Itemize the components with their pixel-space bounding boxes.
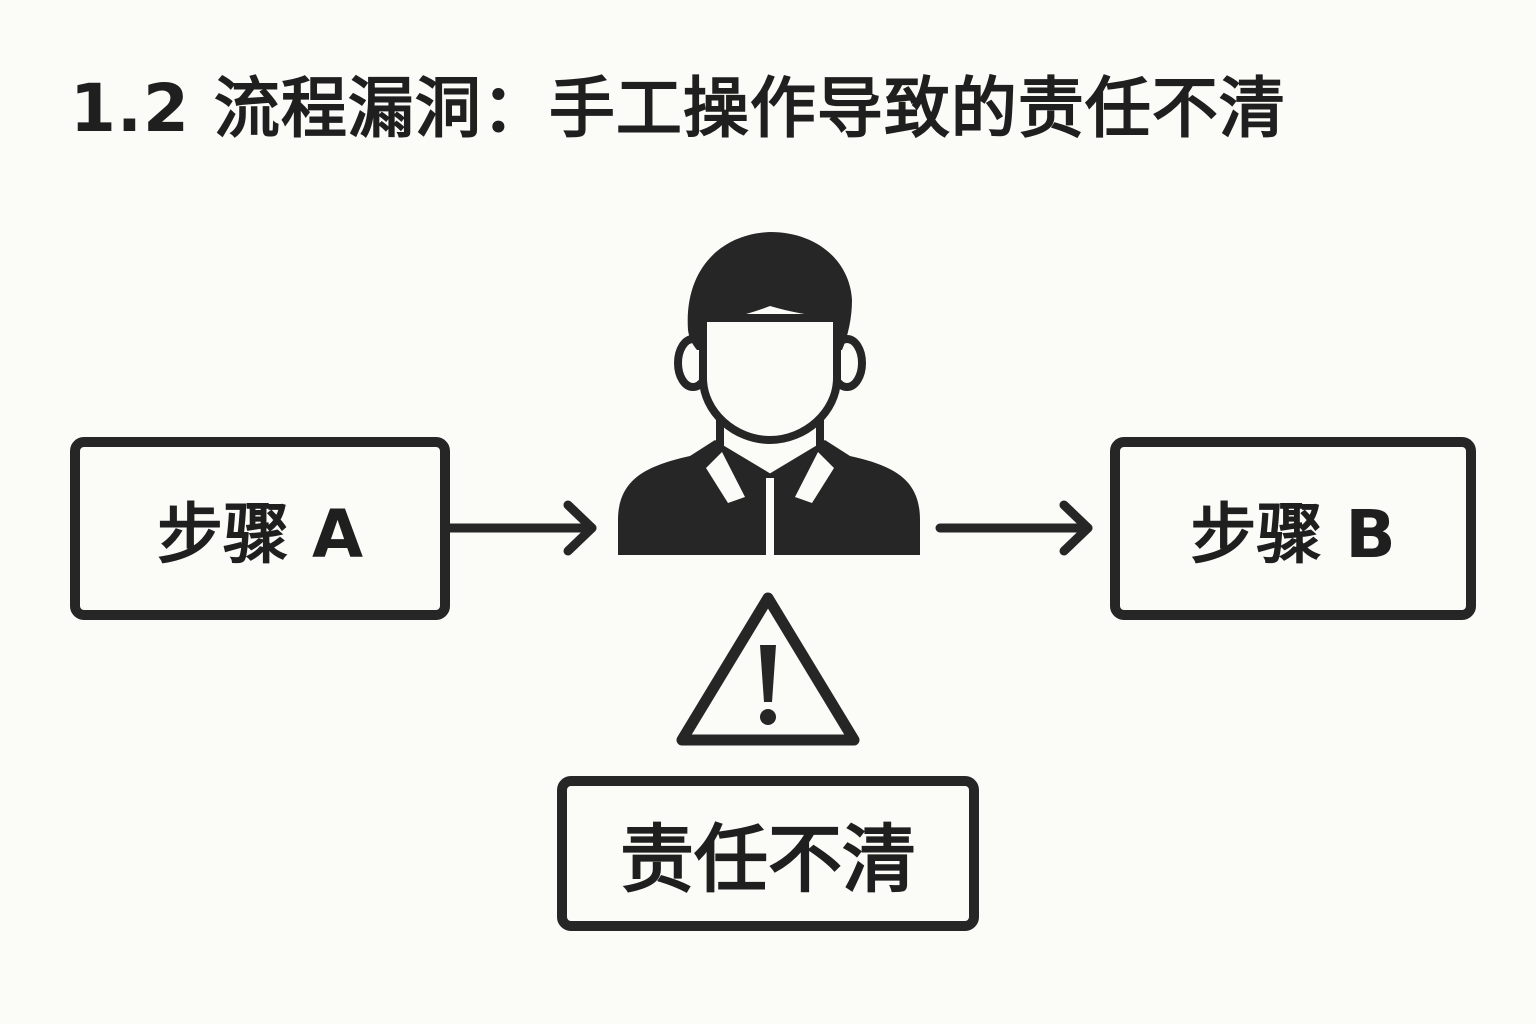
responsibility-unclear-label: 责任不清 <box>620 817 916 903</box>
step-b-box: 步骤 B <box>1110 437 1476 620</box>
responsibility-unclear-box: 责任不清 <box>557 776 979 931</box>
step-b-label: 步骤 B <box>1190 495 1396 573</box>
arrow-step-a-to-operator <box>445 500 597 556</box>
step-a-label: 步骤 A <box>156 495 364 573</box>
step-a-box: 步骤 A <box>70 437 450 620</box>
warning-icon <box>676 592 860 746</box>
page-title: 1.2 流程漏洞：手工操作导致的责任不清 <box>70 70 1286 147</box>
arrow-operator-to-step-b <box>935 500 1093 556</box>
person-icon <box>618 232 920 555</box>
